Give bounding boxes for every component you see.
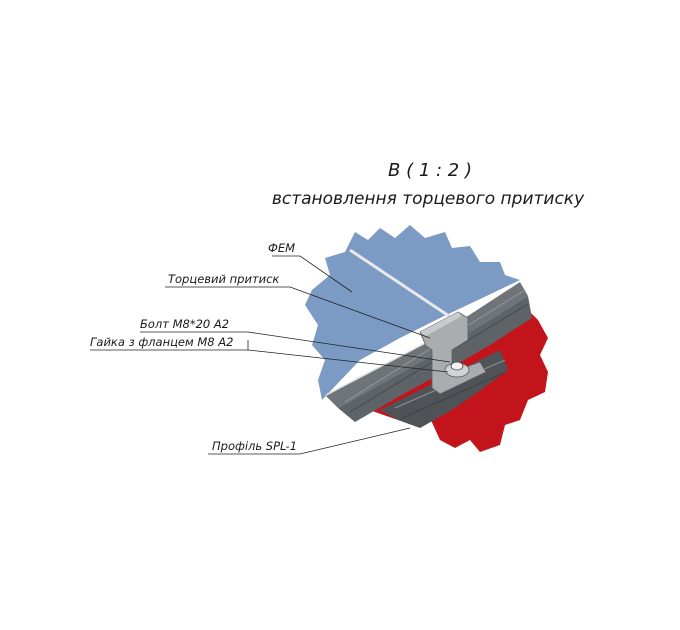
callout-fem: ФЕМ bbox=[268, 241, 295, 255]
leader-profile bbox=[208, 427, 411, 455]
leader-fem bbox=[272, 255, 353, 293]
panel-frame-line bbox=[349, 248, 453, 320]
callout-nut: Гайка з фланцем М8 А2 bbox=[90, 335, 233, 349]
leader-bolt bbox=[140, 331, 451, 363]
view-subtitle: встановлення торцевого притиску bbox=[272, 189, 585, 209]
view-label: В ( 1 : 2 ) bbox=[388, 160, 472, 181]
callout-end-clamp: Торцевий притиск bbox=[168, 272, 279, 286]
bolt-head bbox=[450, 361, 464, 371]
callout-bolt: Болт М8*20 А2 bbox=[140, 317, 229, 331]
pv-module bbox=[305, 225, 520, 400]
end-clamp-face bbox=[420, 312, 462, 336]
leader-end-clamp bbox=[165, 286, 431, 339]
rail-groove-4 bbox=[401, 371, 507, 419]
end-clamp bbox=[419, 311, 487, 395]
callout-profile: Профіль SPL-1 bbox=[212, 439, 297, 453]
